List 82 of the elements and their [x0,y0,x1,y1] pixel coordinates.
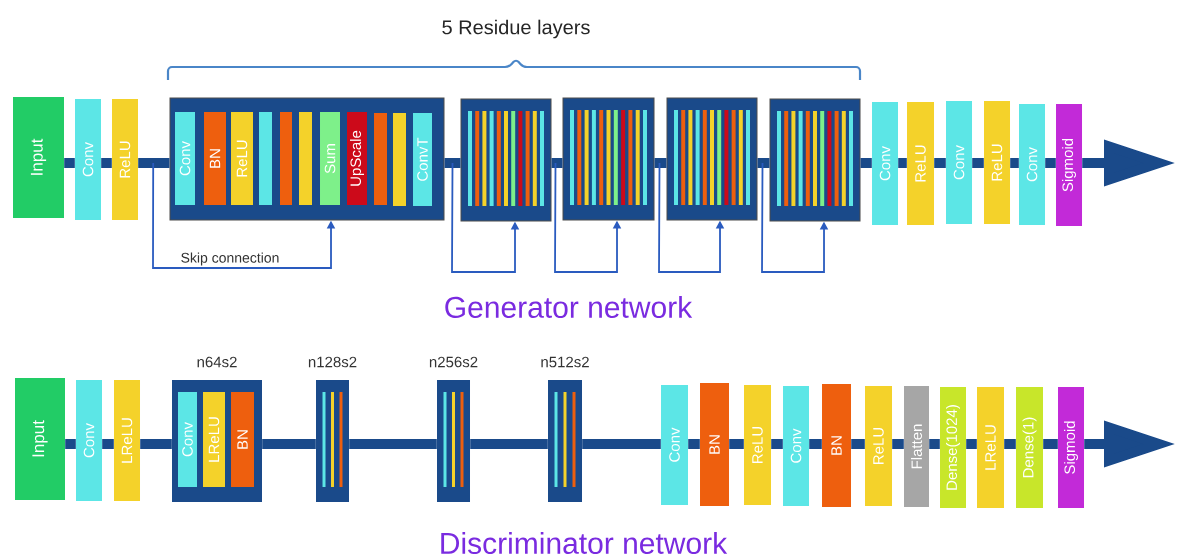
layer-box: Dense(1) [1016,387,1043,508]
section-heading: 5 Residue layers [442,19,590,39]
residual-block [666,97,758,221]
layer-bar [280,112,292,205]
layer-box: ReLU [865,386,892,506]
connector-line [1004,439,1016,449]
connector-line [1043,439,1058,449]
connector-line [809,439,822,449]
connector-line [64,158,75,168]
layer-box: Sigmoid [1056,104,1082,226]
connector-line [860,158,872,168]
conv-block: n256s2 [429,356,478,502]
connector-line [771,439,783,449]
layer-box: Conv [1019,104,1045,225]
conv-block: n128s2 [308,356,357,502]
layer-bar [374,113,387,205]
layer-box: Conv [661,385,688,505]
layer-box: BN [822,384,851,507]
layer-box: ReLU [112,99,138,220]
node-label: n256s2 [429,356,478,368]
layer-box: Sigmoid [1058,387,1084,508]
edge-label: Skip connection [179,251,281,267]
connector-line [349,439,437,449]
connector-line [551,158,563,168]
layer-box: Dense(1024) [940,387,966,508]
residual-block [562,97,655,221]
layer-box: LReLU [114,380,140,501]
layer-box: Conv [75,99,101,220]
node-label: n64s2 [197,356,237,368]
layer-box: Conv [783,386,809,506]
connector-line [929,439,940,449]
connector-line [262,439,316,449]
layer-bar [259,112,272,205]
network-title: Discriminator network [441,532,728,555]
connector-line [729,439,744,449]
layer-box: Input [13,97,64,218]
layer-box: LReLU [977,387,1004,508]
layer-box: Sum [320,112,340,205]
connector-line [688,439,700,449]
residual-block [460,98,552,222]
connector-line [140,439,172,449]
layer-box: Conv [872,102,898,225]
layer-box: Conv [946,101,972,224]
layer-box: BN [231,392,254,487]
residual-block [769,98,861,222]
connector-line [654,158,667,168]
connector-line [851,439,865,449]
node-label: n128s2 [308,356,357,368]
layer-box: Conv [175,112,195,205]
connector-line [898,158,907,168]
layer-box: Conv [178,392,197,487]
layer-bar [299,112,312,205]
connector-line [470,439,548,449]
layer-box: Conv [76,380,102,501]
connector-line [966,439,977,449]
connector-line [582,439,661,449]
layer-box: UpScale [347,112,367,205]
connector-line [1010,158,1019,168]
connector-line [444,158,461,168]
connector-line [65,439,76,449]
connector-line [1045,158,1056,168]
layer-box: ReLU [231,112,253,205]
connector-line [892,439,904,449]
layer-box: ReLU [907,102,934,225]
network-title: Generator network [445,296,693,319]
layer-box: ReLU [984,101,1010,224]
node-label: n512s2 [541,356,589,368]
connector-line [972,158,984,168]
layer-box: BN [204,112,226,205]
layer-box: ReLU [744,385,771,505]
connector-line [138,158,170,168]
layer-box: Input [15,378,65,500]
layer-bar [393,113,406,206]
layer-box: LReLU [203,392,225,487]
layer-box: ConvT [413,113,432,206]
connector-line [102,439,114,449]
layer-box: BN [700,383,729,506]
connector-line [101,158,112,168]
connector-line [757,158,770,168]
layer-box: Flatten [904,386,929,507]
conv-block: n512s2 [541,356,589,502]
connector-line [934,158,946,168]
